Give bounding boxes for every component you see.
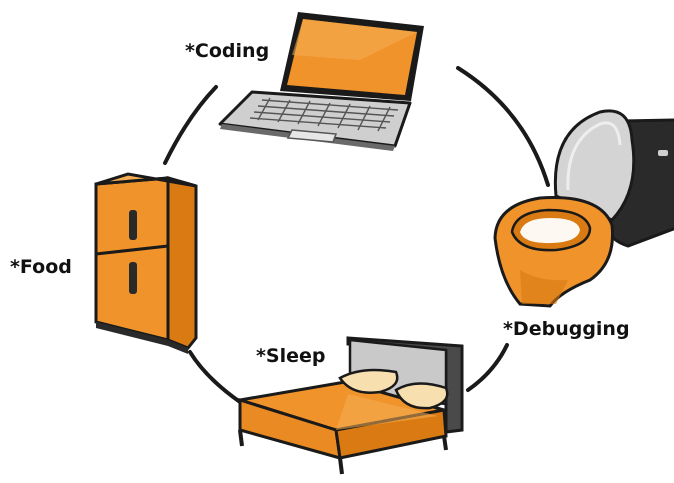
arc-coding-to-debugging bbox=[456, 66, 550, 187]
bed-icon bbox=[238, 336, 464, 475]
toilet-icon bbox=[493, 109, 674, 308]
fridge-icon bbox=[94, 172, 198, 354]
arc-food-to-coding bbox=[163, 85, 218, 165]
arc-debugging-to-sleep bbox=[466, 343, 509, 392]
label-sleep: *Sleep bbox=[256, 345, 326, 367]
label-coding: *Coding bbox=[185, 40, 270, 62]
laptop-icon bbox=[218, 12, 424, 151]
label-food: *Food bbox=[10, 256, 72, 278]
arc-sleep-to-food bbox=[188, 350, 242, 404]
label-debugging: *Debugging bbox=[503, 318, 630, 340]
